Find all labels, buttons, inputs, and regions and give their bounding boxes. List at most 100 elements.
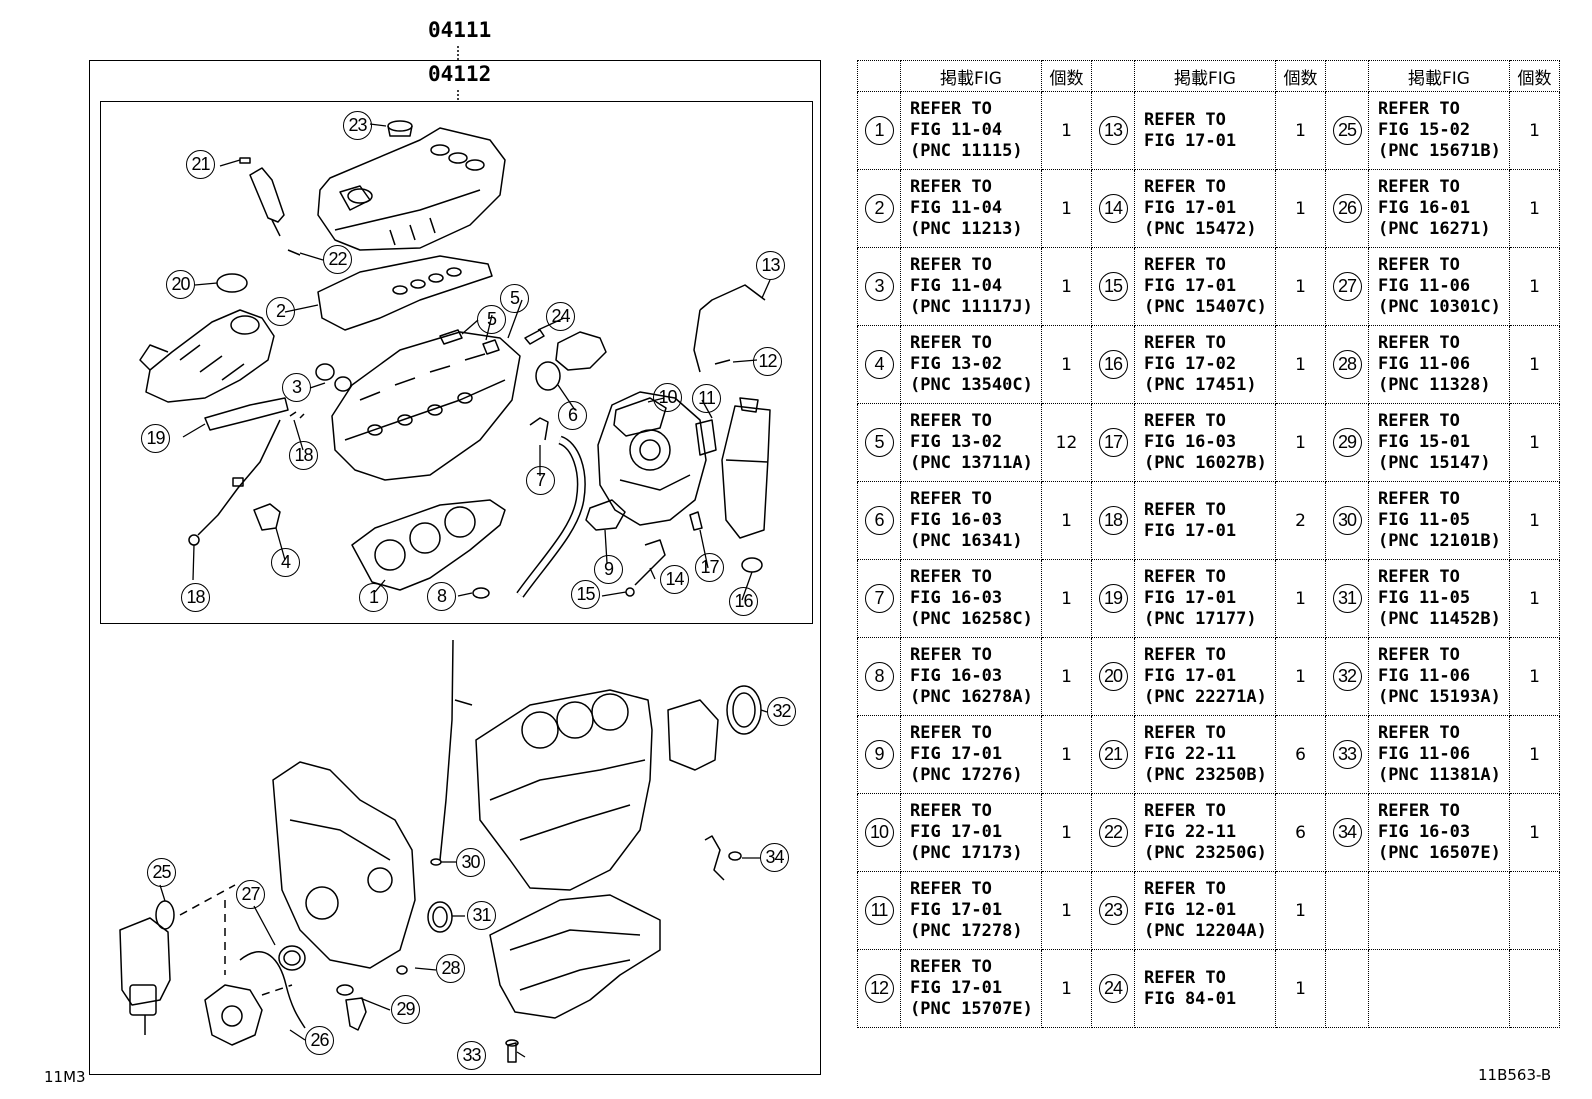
figure-reference-cell: REFER TO FIG 17-01 (PNC 17276) bbox=[900, 715, 1042, 794]
item-number-badge[interactable]: 16 bbox=[1098, 350, 1128, 379]
callout-15[interactable]: 15 bbox=[571, 580, 600, 609]
callout-24[interactable]: 24 bbox=[546, 302, 575, 331]
callout-3[interactable]: 3 bbox=[282, 373, 311, 402]
item-number-badge[interactable]: 20 bbox=[1098, 662, 1128, 691]
item-number-badge[interactable]: 31 bbox=[1332, 584, 1362, 613]
callout-2[interactable]: 2 bbox=[266, 297, 295, 326]
callout-25[interactable]: 25 bbox=[147, 858, 176, 887]
callout-21[interactable]: 21 bbox=[186, 150, 215, 179]
callout-6[interactable]: 6 bbox=[558, 401, 587, 430]
quantity-cell: 1 bbox=[1509, 91, 1560, 170]
item-number-badge[interactable]: 13 bbox=[1098, 116, 1128, 145]
item-number-badge[interactable]: 12 bbox=[864, 974, 894, 1003]
quantity-cell: 1 bbox=[1275, 169, 1326, 248]
item-number-cell: 19 bbox=[1091, 559, 1135, 638]
item-number-badge[interactable]: 17 bbox=[1098, 428, 1128, 457]
item-number-badge[interactable]: 15 bbox=[1098, 272, 1128, 301]
item-number-badge[interactable]: 29 bbox=[1332, 428, 1362, 457]
callout-32[interactable]: 31 bbox=[467, 901, 496, 930]
callout-13[interactable]: 13 bbox=[756, 251, 785, 280]
item-number-badge[interactable]: 30 bbox=[1332, 506, 1362, 535]
item-number-cell: 22 bbox=[1091, 793, 1135, 872]
callout-27[interactable]: 27 bbox=[236, 880, 265, 909]
callout-1[interactable]: 1 bbox=[359, 583, 388, 612]
header-qty-2: 個数 bbox=[1275, 60, 1326, 92]
quantity-cell: 12 bbox=[1041, 403, 1092, 482]
item-number-badge[interactable]: 27 bbox=[1332, 272, 1362, 301]
item-number-badge[interactable]: 3 bbox=[864, 272, 894, 301]
item-number-badge[interactable]: 28 bbox=[1332, 350, 1362, 379]
item-number-cell: 7 bbox=[857, 559, 901, 638]
item-number-badge[interactable]: 2 bbox=[864, 194, 894, 223]
item-number-cell: 5 bbox=[857, 403, 901, 482]
quantity-cell: 1 bbox=[1509, 169, 1560, 248]
callout-18a[interactable]: 18 bbox=[289, 441, 318, 470]
item-number-cell: 4 bbox=[857, 325, 901, 404]
item-number-badge[interactable]: 4 bbox=[864, 350, 894, 379]
callout-7[interactable]: 7 bbox=[526, 466, 555, 495]
callout-leaders bbox=[159, 123, 771, 1058]
item-number-badge[interactable]: 24 bbox=[1098, 974, 1128, 1003]
callout-10[interactable]: 10 bbox=[653, 383, 682, 412]
callout-20[interactable]: 20 bbox=[166, 270, 195, 299]
callout-29[interactable]: 29 bbox=[391, 995, 420, 1024]
callout-11[interactable]: 11 bbox=[692, 384, 721, 413]
crankshaft-seal-27-drawing bbox=[278, 945, 306, 971]
callout-8[interactable]: 8 bbox=[427, 582, 456, 611]
quantity-cell: 1 bbox=[1041, 169, 1092, 248]
callout-26[interactable]: 26 bbox=[305, 1026, 334, 1055]
callout-28[interactable]: 28 bbox=[436, 954, 465, 983]
item-number-badge[interactable]: 5 bbox=[864, 428, 894, 457]
callout-30[interactable]: 33 bbox=[457, 1041, 486, 1070]
callout-19[interactable]: 19 bbox=[141, 424, 170, 453]
callout-34[interactable]: 34 bbox=[760, 843, 789, 872]
item-number-badge[interactable]: 33 bbox=[1332, 740, 1362, 769]
callout-31[interactable]: 30 bbox=[456, 848, 485, 877]
quantity-cell: 1 bbox=[1041, 91, 1092, 170]
item-number-badge[interactable]: 25 bbox=[1332, 116, 1362, 145]
callout-22[interactable]: 22 bbox=[323, 245, 352, 274]
figure-reference-cell: REFER TO FIG 11-05 (PNC 12101B) bbox=[1368, 481, 1510, 560]
item-number-badge[interactable]: 10 bbox=[864, 818, 894, 847]
item-number-badge[interactable]: 7 bbox=[864, 584, 894, 613]
item-number-badge[interactable]: 1 bbox=[864, 116, 894, 145]
quantity-cell: 1 bbox=[1275, 559, 1326, 638]
item-number-badge[interactable]: 23 bbox=[1098, 896, 1128, 925]
item-number-badge[interactable]: 14 bbox=[1098, 194, 1128, 223]
item-number-badge[interactable]: 34 bbox=[1332, 818, 1362, 847]
item-number-badge[interactable]: 19 bbox=[1098, 584, 1128, 613]
callout-12[interactable]: 12 bbox=[753, 347, 782, 376]
item-number-badge[interactable]: 6 bbox=[864, 506, 894, 535]
item-number-badge[interactable]: 26 bbox=[1332, 194, 1362, 223]
callout-18b[interactable]: 18 bbox=[181, 583, 210, 612]
figure-reference-cell: REFER TO FIG 16-03 (PNC 16258C) bbox=[900, 559, 1042, 638]
callout-33[interactable]: 32 bbox=[767, 697, 796, 726]
item-number-cell: 13 bbox=[1091, 91, 1135, 170]
valve-cover-drawing bbox=[317, 127, 506, 251]
item-number-badge[interactable]: 22 bbox=[1098, 818, 1128, 847]
timing-chain-cover-drawing bbox=[272, 761, 416, 969]
item-number-badge[interactable]: 8 bbox=[864, 662, 894, 691]
item-number-badge[interactable]: 21 bbox=[1098, 740, 1128, 769]
item-number-badge[interactable]: 18 bbox=[1098, 506, 1128, 535]
callout-14[interactable]: 14 bbox=[660, 565, 689, 594]
quantity-cell: 1 bbox=[1509, 637, 1560, 716]
callout-23[interactable]: 23 bbox=[343, 111, 372, 140]
callout-5a[interactable]: 5 bbox=[500, 284, 529, 313]
callout-9[interactable]: 9 bbox=[594, 555, 623, 584]
head-cover-gasket-drawing bbox=[317, 255, 493, 331]
item-number-badge[interactable]: 9 bbox=[864, 740, 894, 769]
figure-reference-cell bbox=[1368, 949, 1510, 1028]
item-number-badge[interactable]: 11 bbox=[864, 896, 894, 925]
callout-4[interactable]: 4 bbox=[271, 548, 300, 577]
figure-reference-cell: REFER TO FIG 17-01 (PNC 17278) bbox=[900, 871, 1042, 950]
callout-5b[interactable]: 5 bbox=[477, 305, 506, 334]
item-number-badge[interactable]: 32 bbox=[1332, 662, 1362, 691]
callout-17[interactable]: 17 bbox=[695, 553, 724, 582]
quantity-cell: 1 bbox=[1509, 481, 1560, 560]
oil-level-gauge-guide-drawing bbox=[439, 639, 454, 861]
callout-16[interactable]: 16 bbox=[729, 587, 758, 616]
